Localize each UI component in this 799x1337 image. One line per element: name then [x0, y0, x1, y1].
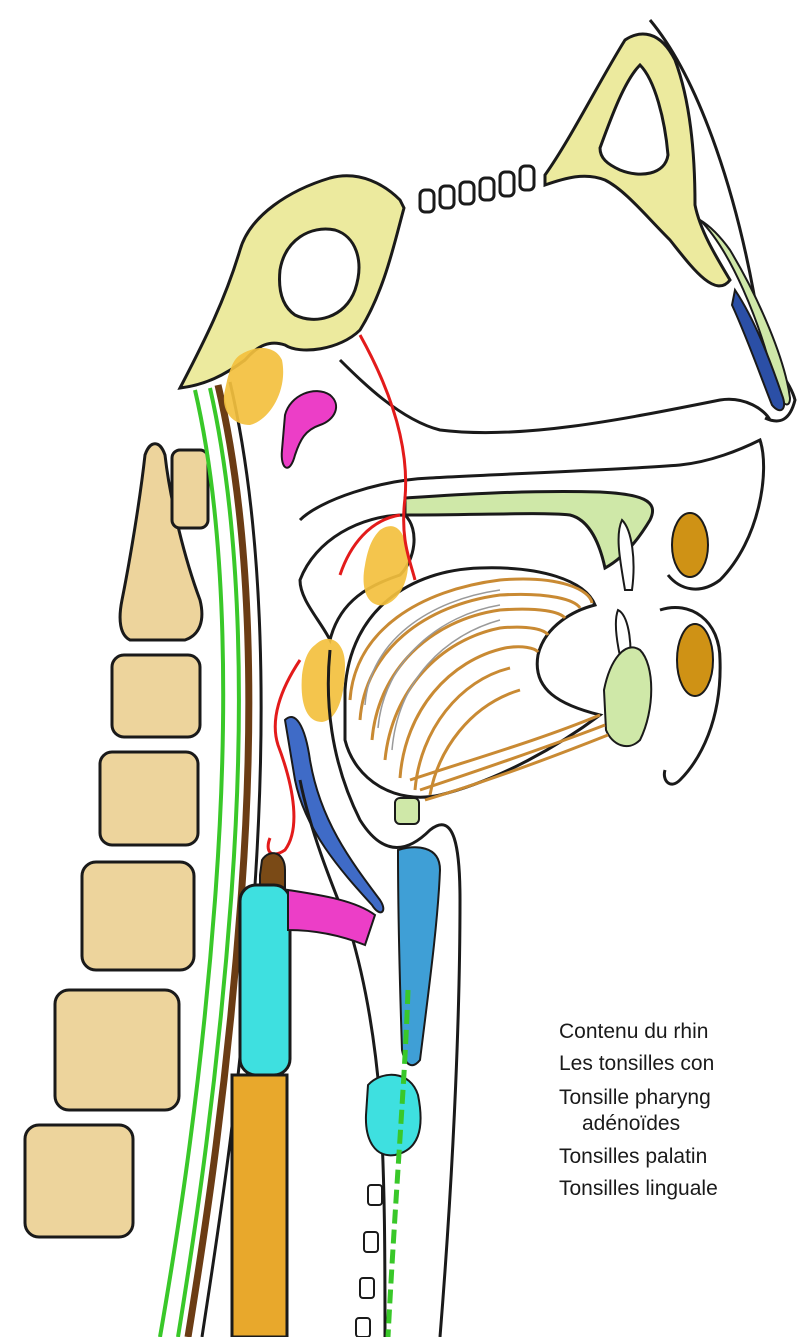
lingual-tonsil	[395, 798, 419, 824]
vertebra-atlas	[172, 450, 208, 528]
lower-lip	[677, 624, 713, 696]
label-palatine-tonsils: Tonsilles palatin	[559, 1145, 707, 1169]
label-contents: Contenu du rhin	[559, 1020, 708, 1044]
vertebra-c5	[82, 862, 194, 970]
vertebra-c4	[100, 752, 198, 845]
label-tonsils: Les tonsilles con	[559, 1052, 714, 1076]
cervical-vertebrae	[25, 444, 208, 1237]
cricoid-cartilage	[366, 1075, 421, 1156]
label-pharyngeal-tonsil: Tonsille pharyng	[559, 1086, 711, 1110]
vertebra-c6	[55, 990, 179, 1110]
upper-lip	[672, 513, 708, 577]
tracheal-rings	[356, 1185, 382, 1337]
thyroid-cartilage	[240, 885, 290, 1075]
thyrohyoid-band	[288, 890, 375, 945]
label-lingual-tonsils: Tonsilles linguale	[559, 1177, 718, 1201]
hard-palate	[405, 492, 653, 568]
cribriform-plate	[420, 166, 534, 212]
label-adenoids: adénoïdes	[582, 1112, 680, 1136]
trachea-green-line	[388, 990, 408, 1337]
vertebra-c7	[25, 1125, 133, 1237]
palatine-tonsil-lower	[302, 639, 345, 722]
esophagus-upper	[232, 1075, 287, 1337]
tubal-torus	[282, 391, 336, 468]
nasal-floor	[340, 360, 770, 433]
vertebra-c3	[112, 655, 200, 737]
sphenoid-sinus	[280, 229, 359, 319]
mandible-front	[604, 647, 651, 746]
